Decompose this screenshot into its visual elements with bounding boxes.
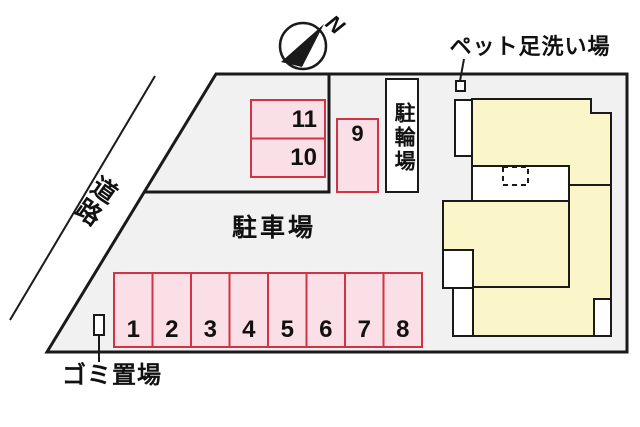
pet-foot-wash-label: ペット足洗い場 [449, 34, 611, 59]
space-9-box [336, 118, 379, 193]
building-white-box [442, 249, 474, 289]
space-5-number: 5 [280, 316, 294, 343]
bicycle-parking-box [385, 78, 419, 193]
garbage-marker [93, 314, 105, 362]
parking-row-numbers: 1 2 3 4 5 6 7 8 [114, 273, 422, 347]
building-white-box [452, 287, 474, 337]
bicycle-parking-label: 駐輪場 [392, 102, 416, 174]
garbage-area-label: ゴミ置場 [62, 362, 162, 389]
space-8-number: 8 [396, 316, 410, 343]
parking-lot-label: 駐車場 [231, 214, 316, 242]
building-interior-walls [471, 165, 611, 288]
spaces-10-11-block [250, 99, 326, 178]
space-9-number: 9 [351, 121, 364, 146]
space-1-number: 1 [126, 316, 140, 343]
entrance-dashed-box [502, 166, 529, 186]
pet-wash-marker [455, 58, 466, 92]
pet-wash-box [455, 80, 466, 92]
space-10-number: 10 [290, 144, 317, 171]
building-white-box [593, 298, 612, 337]
space-7-number: 7 [357, 316, 371, 343]
building-white-box [454, 99, 473, 157]
compass-needle-icon [281, 24, 324, 67]
road-edge-line [9, 75, 156, 321]
space-11-number: 11 [291, 106, 317, 133]
garbage-box [93, 314, 105, 336]
pet-wash-pointer-line [459, 58, 465, 82]
space-4-number: 4 [242, 316, 256, 343]
space-6-number: 6 [319, 316, 333, 343]
building-white-boxes [442, 99, 612, 337]
compass [278, 21, 328, 71]
space-2-number: 2 [165, 316, 179, 343]
parking-row-1-8 [113, 272, 423, 348]
space-3-number: 3 [203, 316, 217, 343]
